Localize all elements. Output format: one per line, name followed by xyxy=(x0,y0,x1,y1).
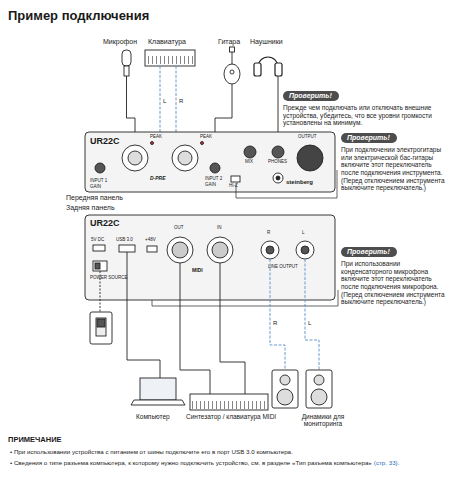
computer-icon xyxy=(131,378,185,405)
note-heading: ПРИМЕЧАНИЕ xyxy=(8,436,62,444)
synthesizer-icon xyxy=(190,394,268,410)
device-label: Динамики для мониторинга xyxy=(296,413,350,427)
panel-label: LINE OUTPUT xyxy=(268,265,298,270)
check-callout: Проверить! Прежде чем подключать или откл… xyxy=(283,84,443,127)
guitar-icon xyxy=(224,47,240,84)
panel-label: GAIN xyxy=(90,185,101,190)
check-text: При подключении электрогитары или электр… xyxy=(341,146,445,192)
panel-label: MIX xyxy=(245,160,253,165)
panel-label: 5V DC xyxy=(91,238,104,243)
panel-label: R xyxy=(267,231,270,236)
panel-label: UR22C xyxy=(90,219,120,229)
panel-label: +48V xyxy=(145,238,156,243)
channel-letter: R xyxy=(273,320,277,327)
panel-label: IN xyxy=(217,226,222,231)
panel-label: PHONES xyxy=(268,160,287,165)
check-callout: Проверить! При подключении электрогитары … xyxy=(341,126,445,192)
note-text: • Сведения о типе разъема компьютера, к … xyxy=(10,460,372,467)
device-label: Компьютер xyxy=(136,413,170,420)
note-text: • При использовании устройства с питание… xyxy=(10,449,293,456)
panel-label: UR22C xyxy=(90,137,120,147)
device-label: Гитара xyxy=(218,38,240,46)
panel-label: MIDI xyxy=(192,268,203,274)
device-label: Наушники xyxy=(250,38,283,46)
check-heading: Проверить! xyxy=(341,247,397,257)
panel-label: INPUT 1 xyxy=(90,179,107,184)
panel-label: HI-Z xyxy=(229,184,238,189)
rear-panel xyxy=(85,215,335,300)
device-label: Синтезатор / клавиатура MIDI xyxy=(186,413,276,420)
panel-caption: Задняя панель xyxy=(66,204,115,212)
channel-letter: L xyxy=(163,98,166,105)
rear-panel: UR22C 5V DC USB 3.0POWER SOURCE +48V OUT IN MI… xyxy=(85,215,335,300)
panel-label: D-PRE xyxy=(150,176,166,182)
headphones-icon xyxy=(254,57,282,76)
panel-label: USB 3.0 xyxy=(116,238,133,243)
panel-label: POWER SOURCE xyxy=(90,276,128,281)
power-switch-detail xyxy=(90,312,112,344)
panel-caption: Передняя панель xyxy=(66,194,123,202)
microphone-icon xyxy=(122,50,131,76)
keyboard-icon xyxy=(145,50,195,66)
channel-letter: R xyxy=(179,98,183,105)
panel-label: OUTPUT xyxy=(298,135,317,140)
panel-label: INPUT 2 xyxy=(205,177,222,182)
page-reference: (стр. 33). xyxy=(374,460,400,467)
device-label: Клавиатура xyxy=(148,38,186,46)
check-callout: Проверить! При использовании конденсаторн… xyxy=(341,240,445,306)
diagram-title: Пример подключения xyxy=(8,9,149,23)
panel-label: GAIN xyxy=(205,183,216,188)
front-panel: UR22CPEAKPEAKD-PREINPUT 1GAININPUT 2GAIN… xyxy=(85,132,335,192)
panel-label: PEAK xyxy=(150,135,162,140)
panel-label: PEAK xyxy=(200,135,212,140)
device-label: Микрофон xyxy=(103,38,137,46)
panel-label: OUT xyxy=(174,226,184,231)
front-panel xyxy=(85,132,335,192)
check-heading: Проверить! xyxy=(341,133,397,143)
front-cables xyxy=(127,66,279,132)
check-text: При использовании конденсаторного микроф… xyxy=(341,260,445,306)
monitor-speakers xyxy=(272,370,332,408)
check-heading: Проверить! xyxy=(283,91,339,101)
channel-letter: L xyxy=(308,320,311,327)
check-text: Прежде чем подключать или отключать внеш… xyxy=(283,104,443,127)
panel-label: L xyxy=(302,231,305,236)
panel-label: steinberg xyxy=(286,179,313,186)
